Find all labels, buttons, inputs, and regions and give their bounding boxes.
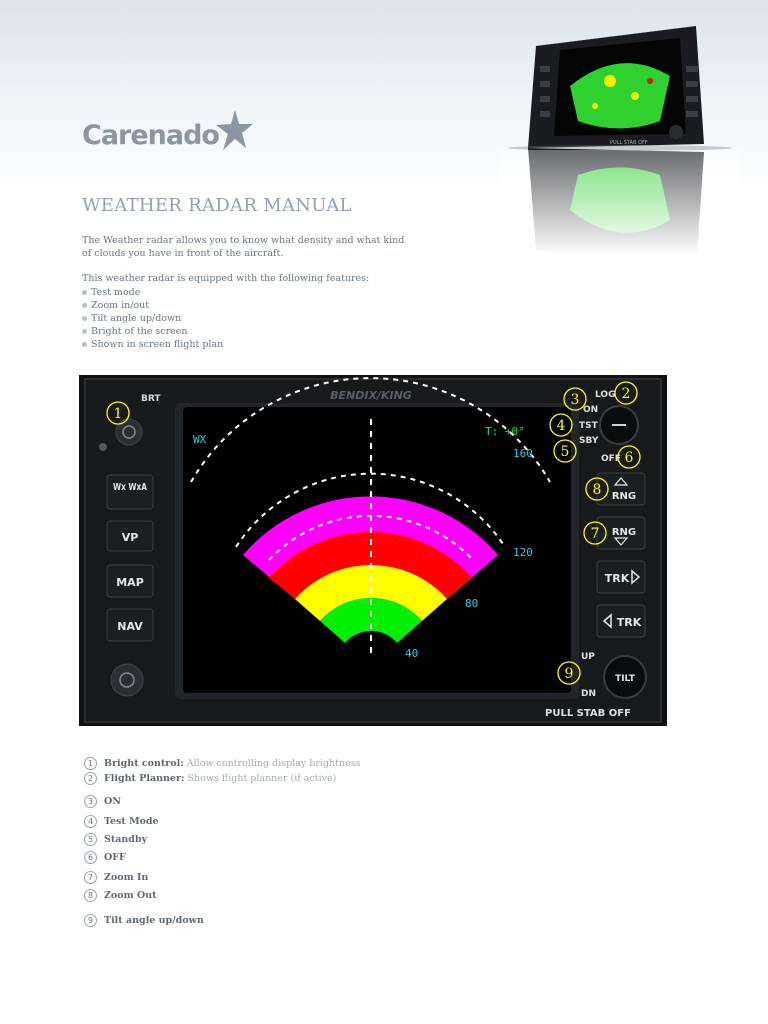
callout-9-number: 9 bbox=[565, 666, 574, 682]
arrow-left-icon bbox=[602, 613, 612, 629]
callout-5-number: 5 bbox=[561, 444, 570, 460]
callout-8-number: 8 bbox=[593, 482, 602, 498]
range-label-160: 160 bbox=[513, 447, 533, 460]
bullet-icon bbox=[82, 303, 87, 308]
intro-paragraph: The Weather radar allows you to know wha… bbox=[82, 235, 405, 259]
callout-2 bbox=[614, 381, 638, 405]
feature-item: Zoom in/out bbox=[82, 299, 223, 312]
callout-7 bbox=[583, 521, 607, 545]
callout-6-number: 6 bbox=[625, 450, 634, 466]
track-right-button[interactable] bbox=[596, 560, 646, 594]
callout-4 bbox=[549, 413, 573, 437]
track-right-button-label: TRK bbox=[605, 572, 630, 585]
carenado-logo: Carenado bbox=[82, 110, 253, 152]
legend-item: 6 OFF bbox=[84, 851, 126, 864]
track-left-button[interactable] bbox=[596, 604, 646, 638]
legend-item: 3 ON bbox=[84, 795, 121, 808]
mode-text: WX bbox=[193, 433, 207, 446]
legend-item: 1 Bright control: Allow controlling disp… bbox=[84, 757, 360, 770]
logo-text: Carenado bbox=[82, 119, 220, 151]
callout-3-number: 3 bbox=[571, 392, 580, 408]
callout-8 bbox=[585, 477, 609, 501]
legend-item: 5 Standby bbox=[84, 833, 147, 846]
mode-label-tst: TST bbox=[579, 421, 599, 431]
range-label-80: 80 bbox=[465, 597, 478, 610]
legend-item: 4 Test Mode bbox=[84, 815, 159, 828]
legend-item: 2 Flight Planner: Shows flight planner (… bbox=[84, 772, 336, 785]
wx-wxa-button[interactable] bbox=[106, 474, 154, 510]
range-arc-160 bbox=[190, 377, 551, 483]
callout-1 bbox=[106, 401, 130, 425]
mode-label-log: LOG bbox=[595, 390, 615, 400]
callout-9 bbox=[557, 661, 581, 685]
lower-left-knob[interactable] bbox=[110, 663, 144, 697]
legend-item: 7 Zoom In bbox=[84, 871, 148, 884]
features-list: Test mode Zoom in/out Tilt angle up/down… bbox=[82, 286, 223, 351]
tilt-down-label: DN bbox=[581, 689, 596, 699]
vp-button-label: VP bbox=[122, 531, 139, 544]
map-button[interactable] bbox=[106, 564, 154, 598]
track-left-button-label: TRK bbox=[617, 616, 642, 629]
thumbnail-bezel-label: PULL STAB OFF bbox=[610, 140, 648, 146]
feature-item: Shown in screen flight plan bbox=[82, 338, 223, 351]
nav-button[interactable] bbox=[106, 608, 154, 642]
mode-label-on: ON bbox=[583, 405, 598, 415]
callout-1-number: 1 bbox=[114, 406, 123, 422]
mode-label-off: OFF bbox=[601, 454, 621, 464]
triangle-down-icon bbox=[613, 537, 629, 546]
pull-stab-off-label: PULL STAB OFF bbox=[545, 708, 631, 719]
range-down-button[interactable] bbox=[596, 516, 646, 550]
feature-item: Bright of the screen bbox=[82, 325, 223, 338]
star-icon bbox=[215, 110, 253, 150]
bendix-king-label: BENDIX/KING bbox=[330, 389, 412, 402]
callout-7-number: 7 bbox=[591, 526, 600, 542]
legend-item: 8 Zoom Out bbox=[84, 889, 157, 902]
nav-button-label: NAV bbox=[117, 620, 143, 633]
bright-knob[interactable] bbox=[115, 418, 143, 446]
page-title: WEATHER RADAR MANUAL bbox=[82, 195, 352, 216]
range-up-button-label: RNG bbox=[612, 491, 636, 502]
callout-4-number: 4 bbox=[557, 418, 566, 434]
feature-item: Tilt angle up/down bbox=[82, 312, 223, 325]
red-arc bbox=[269, 532, 472, 599]
range-arc-outer bbox=[235, 472, 506, 548]
legend-item: 9 Tilt angle up/down bbox=[84, 914, 204, 927]
range-label-120: 120 bbox=[513, 546, 533, 559]
mode-label-sby: SBY bbox=[579, 436, 599, 446]
bullet-icon bbox=[82, 329, 87, 334]
yellow-arc bbox=[295, 565, 447, 621]
tilt-readout: T: +0° bbox=[485, 425, 525, 438]
bullet-icon bbox=[82, 316, 87, 321]
bullet-icon bbox=[82, 342, 87, 347]
callout-5 bbox=[553, 439, 577, 463]
bright-label: BRT bbox=[141, 394, 161, 404]
indicator-dot bbox=[99, 443, 107, 451]
range-up-button[interactable] bbox=[596, 472, 646, 506]
features-lead: This weather radar is equipped with the … bbox=[82, 273, 370, 284]
green-arc bbox=[320, 597, 422, 643]
radar-device-thumbnail: PULL STAB OFF bbox=[500, 26, 740, 256]
wx-wxa-button-label: Wx WxA bbox=[113, 482, 147, 493]
bullet-icon bbox=[82, 290, 87, 295]
radar-panel: BENDIX/KING WX T: +0° 160 120 80 40 BRT … bbox=[79, 375, 667, 726]
range-down-button-label: RNG bbox=[612, 527, 636, 538]
tilt-knob[interactable] bbox=[603, 655, 647, 699]
triangle-up-icon bbox=[613, 477, 629, 486]
vp-button[interactable] bbox=[106, 520, 154, 552]
tilt-up-label: UP bbox=[581, 652, 595, 662]
callout-2-number: 2 bbox=[622, 386, 631, 402]
map-button-label: MAP bbox=[116, 576, 144, 589]
feature-item: Test mode bbox=[82, 286, 223, 299]
arrow-right-icon bbox=[631, 569, 641, 585]
range-label-40: 40 bbox=[405, 647, 418, 660]
callout-6 bbox=[617, 445, 641, 469]
callout-3 bbox=[563, 387, 587, 411]
tilt-knob-label: TILT bbox=[615, 674, 636, 684]
